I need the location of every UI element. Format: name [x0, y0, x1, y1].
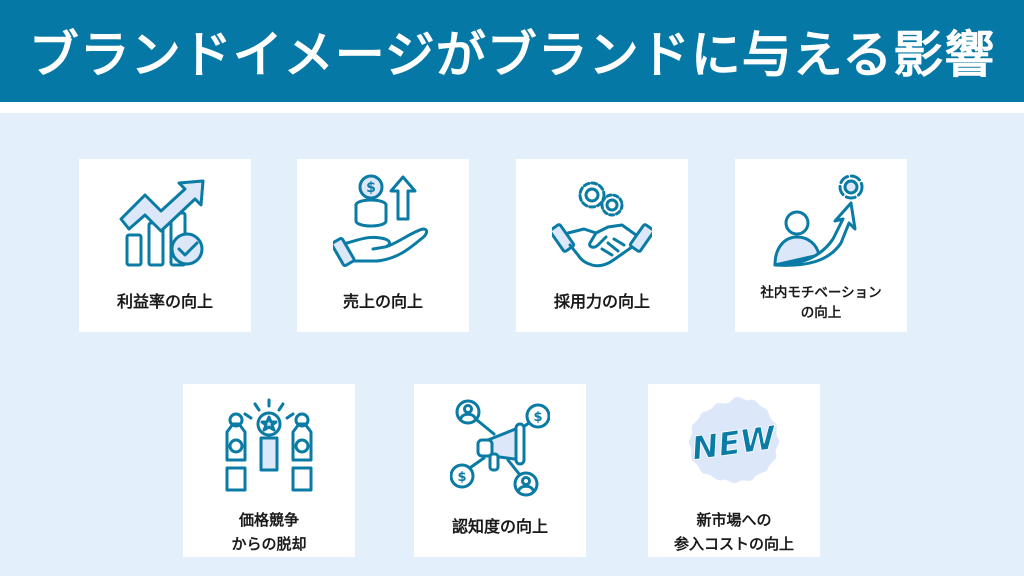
svg-text:$: $ [457, 470, 466, 485]
card-recruiting: 採用力の向上 [516, 159, 688, 332]
card-label-line: からの脱却 [231, 535, 307, 553]
card-label: 新市場への 参入コストの向上 [648, 508, 820, 556]
handshake-gears-icon [552, 181, 652, 268]
card-brand-awareness: $ $ 認知度の向上 [414, 384, 586, 557]
card-label: 利益率の向上 [116, 292, 213, 311]
person-arrow-target-icon [773, 174, 864, 267]
card-label-line: 社内モチベーション [760, 285, 882, 301]
new-badge-icon: NEW [688, 396, 780, 484]
card-price-competition: 価格競争 からの脱却 [183, 384, 355, 557]
svg-text:$: $ [366, 180, 376, 196]
megaphone-network-icon: $ $ [450, 399, 550, 497]
profit-chart-check-icon [119, 179, 205, 267]
card-new-market-entry: NEW 新市場への 参入コストの向上 [648, 384, 820, 557]
header-banner: ブランドイメージがブランドに与える影響 [0, 0, 1024, 102]
card-label-line: 新市場への [696, 511, 772, 529]
price-tags-star-icon [225, 398, 313, 492]
card-label: 認知度の向上 [451, 517, 548, 536]
card-profit-margin: 利益率の向上 [79, 159, 251, 332]
hand-coins-arrow-up-icon: $ [333, 174, 429, 268]
card-label-line: 参入コストの向上 [673, 535, 794, 553]
header-divider [0, 102, 1024, 113]
card-label: 社内モチベーション の向上 [735, 283, 907, 323]
card-label: 売上の向上 [342, 292, 423, 311]
card-internal-motivation: 社内モチベーション の向上 [735, 159, 907, 332]
card-label-line: の向上 [800, 305, 842, 321]
page-title: ブランドイメージがブランドに与える影響 [28, 26, 996, 84]
svg-text:$: $ [533, 410, 542, 425]
card-sales: $ 売上の向上 [297, 159, 469, 332]
card-label: 価格競争 からの脱却 [183, 508, 355, 556]
card-label-line: 価格競争 [238, 511, 299, 529]
card-label: 採用力の向上 [553, 292, 650, 311]
